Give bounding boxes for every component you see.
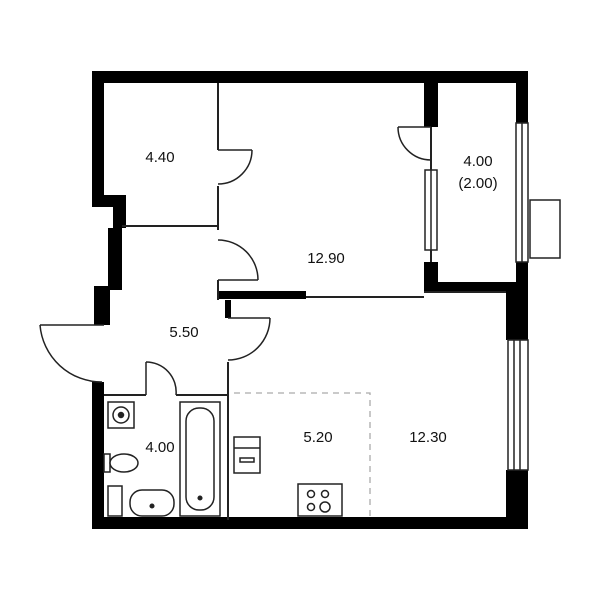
area-storage: 4.40: [145, 149, 174, 166]
outdoor-unit: [529, 199, 561, 259]
area-bedroom: 12.90: [307, 250, 345, 267]
wall-bottom: [92, 517, 528, 529]
wall-right-middle: [506, 284, 528, 340]
kitchen-zone: [234, 392, 371, 517]
doors: [39, 126, 432, 396]
stove-icon: [297, 483, 343, 517]
area-bathroom: 4.00: [145, 439, 174, 456]
area-living: 12.30: [409, 429, 447, 446]
wall-left-step: [92, 195, 126, 228]
wall-right-bottom: [506, 470, 528, 529]
bathtub-icon: [179, 401, 221, 517]
washing-machine-icon: [107, 401, 135, 429]
door-bathroom: [145, 361, 177, 396]
door-bedroom: [217, 239, 259, 281]
wall-balcony-top: [424, 83, 438, 127]
wall-top: [92, 71, 528, 83]
kitchen-appliance-icon: [233, 436, 261, 474]
wall-left-lower: [92, 382, 104, 529]
wall-right-top: [516, 71, 528, 123]
area-labels: 4.40 12.90 4.00 (2.00) 5.50 4.00 5.20 12…: [145, 149, 497, 456]
wall-left-upper: [92, 71, 104, 195]
door-storage: [217, 149, 253, 185]
wall-left-middle: [108, 228, 122, 290]
wall-balcony-floor: [424, 282, 528, 292]
area-hall: 5.50: [169, 324, 198, 341]
sink-icon: [107, 485, 175, 517]
area-kitchen: 5.20: [303, 429, 332, 446]
door-entrance: [39, 324, 104, 383]
door-balcony: [397, 126, 432, 161]
window-living: [507, 339, 529, 471]
wall-bedroom-bottom: [218, 291, 306, 299]
door-living: [227, 317, 271, 361]
area-balcony: 4.00: [463, 153, 492, 170]
toilet-icon: [103, 453, 139, 473]
windows: [424, 122, 561, 471]
area-balcony-reduced: (2.00): [458, 175, 497, 192]
wall-left-jog: [94, 286, 110, 325]
walls: [92, 71, 528, 529]
wall-living-left-top: [225, 300, 231, 318]
fixtures: [103, 401, 343, 517]
